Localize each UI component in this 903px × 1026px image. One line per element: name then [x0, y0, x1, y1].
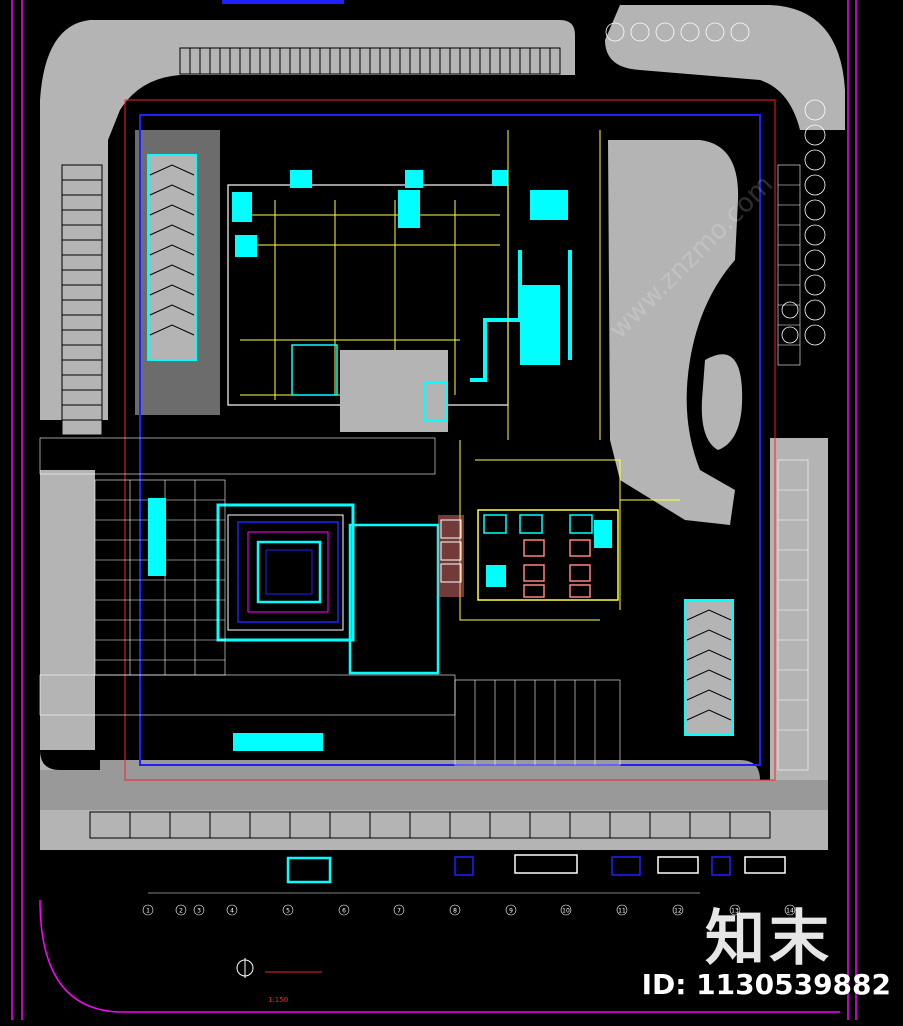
mechanical-room: [227, 170, 568, 432]
site-boundary: [11, 0, 857, 1020]
cyan-piping: [470, 250, 572, 382]
grid-bubble: [729, 904, 741, 916]
right-ramp: [684, 599, 734, 736]
left-parking-column: [61, 164, 103, 436]
scale-label: 1:150: [268, 996, 288, 1004]
right-parking-column: [777, 164, 809, 771]
grid-bubble-label: 3: [197, 908, 201, 915]
top-entry-marker: [222, 0, 344, 4]
grid-bubble-label: 7: [397, 908, 401, 915]
grid-bubble: [784, 904, 796, 916]
grid-bubble-label: 2: [179, 908, 183, 915]
grid-bubble: [282, 904, 294, 916]
grid-bubble: [338, 904, 350, 916]
grid-bubble: [226, 904, 238, 916]
left-ramp: [147, 154, 197, 361]
yellow-service-lines: [459, 130, 680, 621]
grid-bubble: [142, 904, 154, 916]
central-courtyard: [216, 503, 355, 642]
grid-bubble-label: 5: [286, 908, 290, 915]
grid-bubble: [193, 904, 205, 916]
equipment-room: [477, 509, 619, 601]
watermark-id: ID: 1130539882: [641, 968, 891, 1001]
grid-bubble: [393, 904, 405, 916]
north-arrow: [236, 958, 254, 978]
building-outline: [124, 99, 776, 781]
grid-bubble-label: 9: [509, 908, 513, 915]
grid-bubble: [449, 904, 461, 916]
street-furniture: [286, 854, 786, 884]
grid-bubble-label: 14: [786, 908, 794, 915]
grid-bubble-label: 1: [146, 908, 150, 915]
grid-bubble: [505, 904, 517, 916]
west-stair-core: [148, 498, 166, 576]
top-parking-row: [179, 47, 561, 75]
grid-bubble-label: 10: [562, 908, 570, 915]
bottom-parking-row: [89, 811, 771, 839]
large-hall: [348, 515, 464, 675]
grid-bubble: [616, 904, 628, 916]
south-stair-core: [233, 733, 323, 751]
grid-bubble-label: 8: [453, 908, 457, 915]
grid-bubble-label: 12: [674, 908, 682, 915]
grid-bubble-label: 4: [230, 908, 234, 915]
grid-bubble-label: 11: [618, 908, 626, 915]
grid-bubble-label: 6: [342, 908, 346, 915]
grid-bubble: [560, 904, 572, 916]
grid-bubble: [672, 904, 684, 916]
right-tree-row: [605, 22, 826, 346]
grid-bubble-label: 13: [731, 908, 739, 915]
south-parking-grid: [39, 437, 621, 766]
grid-bubble: [175, 904, 187, 916]
watermark-logo: 知末: [705, 904, 833, 974]
